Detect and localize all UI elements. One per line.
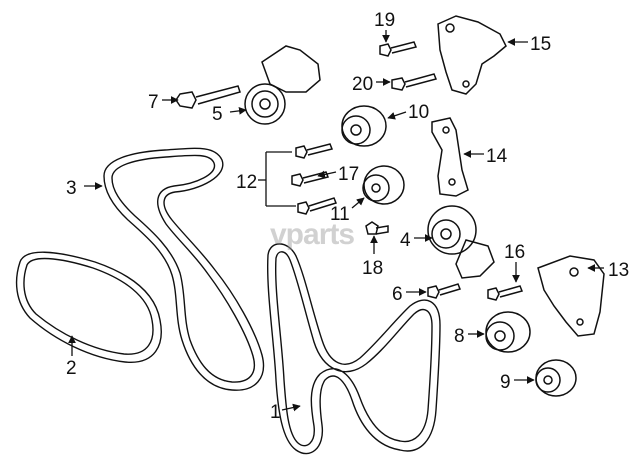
tensioner-4 xyxy=(427,205,495,279)
callout-14: 14 xyxy=(486,146,508,167)
callout-7: 7 xyxy=(148,92,159,113)
belt-3 xyxy=(103,147,265,391)
watermark: vparts xyxy=(270,218,354,251)
callout-12: 12 xyxy=(236,172,257,193)
callout-labels: 1 2 3 4 5 6 7 8 9 10 11 12 13 14 15 16 1… xyxy=(66,10,629,423)
tensioner-5 xyxy=(244,45,321,125)
callout-3: 3 xyxy=(66,178,77,199)
idler-pulley-10 xyxy=(341,105,387,147)
callout-11: 11 xyxy=(330,204,350,225)
idler-pulley-8 xyxy=(485,311,531,353)
belt-2 xyxy=(15,251,162,363)
callout-9: 9 xyxy=(500,372,511,393)
callout-4: 4 xyxy=(400,230,411,251)
bolt-20 xyxy=(391,73,438,91)
belt-1 xyxy=(266,243,441,455)
bolt-19 xyxy=(379,41,418,57)
leader-lines xyxy=(68,30,604,412)
callout-20: 20 xyxy=(352,74,373,95)
callout-18: 18 xyxy=(362,258,383,279)
callout-13: 13 xyxy=(608,260,629,281)
bolt-group-12 xyxy=(291,143,337,215)
idler-pulley-9 xyxy=(535,359,577,397)
bolt-16 xyxy=(487,285,524,301)
bolt-7 xyxy=(175,85,241,109)
callout-16: 16 xyxy=(504,242,525,263)
bolt-6 xyxy=(427,283,462,299)
bolt-18 xyxy=(365,221,389,235)
bracket-13 xyxy=(537,255,605,337)
callout-5: 5 xyxy=(212,104,223,125)
callout-2: 2 xyxy=(66,358,77,379)
callout-19: 19 xyxy=(374,10,395,31)
bracket-15 xyxy=(437,15,507,95)
callout-17: 17 xyxy=(338,164,359,185)
idler-pulley-11 xyxy=(362,165,405,205)
callout-15: 15 xyxy=(530,34,551,55)
bracket-14 xyxy=(431,117,469,197)
callout-1: 1 xyxy=(270,402,281,423)
callout-8: 8 xyxy=(454,326,465,347)
callout-10: 10 xyxy=(408,102,429,123)
callout-6: 6 xyxy=(392,284,403,305)
